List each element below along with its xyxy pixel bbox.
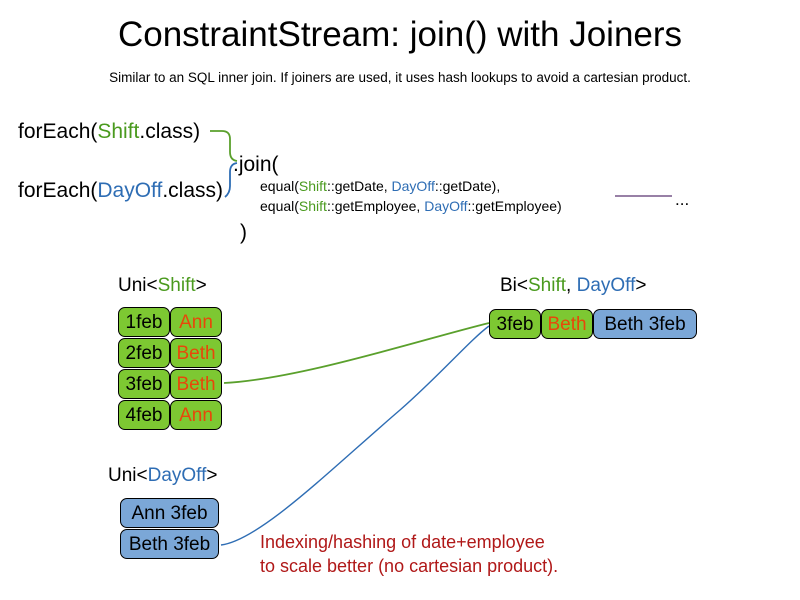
bi-shift-date-cell[interactable]: 3feb (489, 309, 541, 339)
page-title: ConstraintStream: join() with Joiners (117, 15, 683, 54)
annotation-note: Indexing/hashing of date+employee to sca… (260, 530, 558, 578)
code-join-open: .join( (233, 153, 279, 176)
code-ellipsis: ... (675, 190, 690, 209)
code-joiner-date-right-type: DayOff (391, 178, 435, 194)
code-joiner-employee-prefix: equal( (260, 198, 299, 214)
shift-date-cell[interactable]: 3feb (118, 369, 170, 399)
table-row[interactable]: 3feb Beth (118, 369, 222, 399)
dayoff-cell[interactable]: Beth 3feb (120, 529, 219, 559)
label-uni-shift-type: Shift (157, 275, 196, 296)
code-joiner-employee-left-type: Shift (298, 198, 327, 214)
label-uni-dayoff-prefix: Uni< (108, 465, 148, 486)
code-foreach-shift-suffix: .class) (139, 120, 201, 143)
label-bi-suffix: > (635, 275, 647, 296)
uni-shift-fact-list: 1feb Ann 2feb Beth 3feb Beth 4feb Ann (118, 307, 222, 431)
code-foreach-shift: forEach(Shift.class) (18, 119, 200, 145)
table-row[interactable]: 2feb Beth (118, 338, 222, 368)
shift-name-cell[interactable]: Beth (170, 369, 222, 399)
shift-date-cell[interactable]: 2feb (118, 338, 170, 368)
label-uni-dayoff: Uni<DayOff> (108, 464, 218, 488)
label-uni-shift-suffix: > (195, 275, 207, 296)
page-subtitle: Similar to an SQL inner join. If joiners… (109, 70, 691, 85)
annotation-line-2: to scale better (no cartesian product). (260, 556, 559, 576)
code-foreach-dayoff-suffix: .class) (162, 179, 224, 202)
code-joiner-employee-left-method: ::getEmployee, (326, 198, 425, 214)
wire-shift-row-to-bi (223, 322, 490, 384)
code-foreach-dayoff-prefix: forEach( (18, 179, 98, 202)
code-foreach-shift-prefix: forEach( (18, 120, 98, 143)
annotation-line-1: Indexing/hashing of date+employee (260, 532, 545, 552)
code-foreach-dayoff: forEach(DayOff.class) (18, 178, 223, 204)
label-bi-type-b: DayOff (576, 275, 636, 296)
label-uni-dayoff-suffix: > (206, 465, 218, 486)
code-foreach-dayoff-type: DayOff (97, 179, 163, 202)
bi-dayoff-cell[interactable]: Beth 3feb (593, 309, 697, 339)
dayoff-cell[interactable]: Ann 3feb (120, 498, 219, 528)
shift-name-cell[interactable]: Beth (170, 338, 222, 368)
shift-date-cell[interactable]: 1feb (118, 307, 170, 337)
label-bi-type-a: Shift (528, 275, 567, 296)
code-joiner-date-right-method: ::getDate), (434, 178, 501, 194)
label-uni-shift-prefix: Uni< (118, 275, 158, 296)
table-row[interactable]: Ann 3feb (120, 498, 219, 528)
label-bi-separator: , (566, 275, 577, 296)
shift-date-cell[interactable]: 4feb (118, 400, 170, 430)
label-uni-shift: Uni<Shift> (118, 274, 207, 298)
code-joiner-employee: equal(Shift::getEmployee, DayOff::getEmp… (260, 197, 562, 216)
code-foreach-shift-type: Shift (97, 120, 140, 143)
bi-shift-name-cell[interactable]: Beth (541, 309, 593, 339)
wire-dayoff-row-to-bi (220, 325, 490, 546)
label-uni-dayoff-type: DayOff (147, 465, 207, 486)
code-joiner-date-left-type: Shift (298, 178, 327, 194)
label-bi-prefix: Bi< (500, 275, 528, 296)
code-joiner-employee-right-method: ::getEmployee) (467, 198, 562, 214)
bi-tuple-row[interactable]: 3feb Beth Beth 3feb (489, 309, 697, 339)
code-joiner-date: equal(Shift::getDate, DayOff::getDate), (260, 177, 500, 196)
code-join-close: ) (240, 221, 247, 244)
code-joiner-employee-right-type: DayOff (424, 198, 468, 214)
label-bi-stream: Bi<Shift, DayOff> (500, 274, 646, 298)
shift-name-cell[interactable]: Ann (170, 400, 222, 430)
table-row[interactable]: 4feb Ann (118, 400, 222, 430)
table-row[interactable]: Beth 3feb (120, 529, 219, 559)
shift-name-cell[interactable]: Ann (170, 307, 222, 337)
table-row[interactable]: 1feb Ann (118, 307, 222, 337)
uni-dayoff-fact-list: Ann 3feb Beth 3feb (120, 498, 219, 560)
code-joiner-date-left-method: ::getDate, (326, 178, 392, 194)
code-joiner-date-prefix: equal( (260, 178, 299, 194)
